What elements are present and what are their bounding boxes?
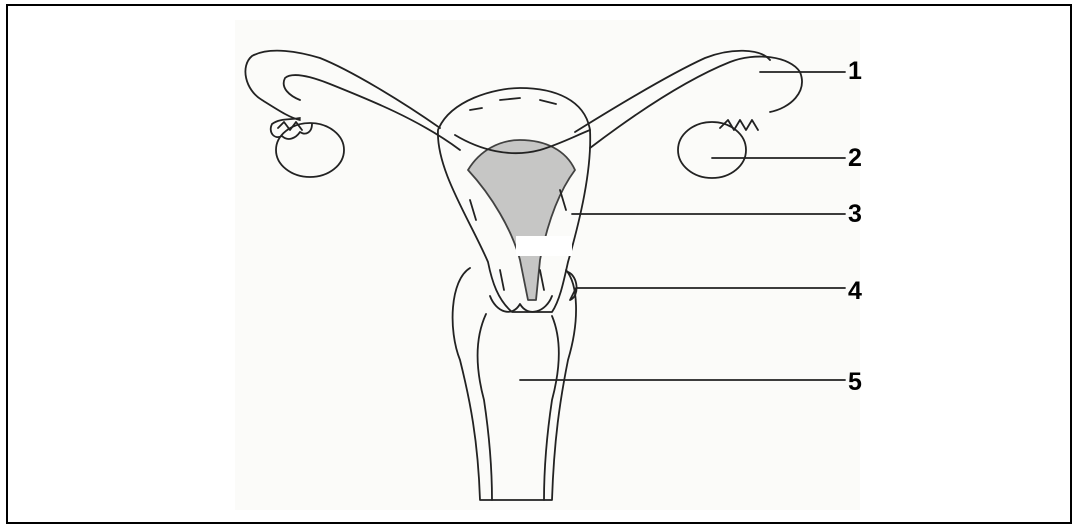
label-4: 4: [848, 279, 862, 304]
cervix: [490, 296, 552, 312]
label-2: 2: [848, 146, 862, 171]
right-ovary: [678, 122, 746, 178]
label-5: 5: [848, 370, 862, 395]
label-occluder: [516, 236, 572, 256]
uterine-cavity: [468, 140, 575, 300]
label-1: 1: [848, 59, 862, 84]
label-3: 3: [848, 202, 862, 227]
right-fallopian-tube: [590, 57, 802, 148]
